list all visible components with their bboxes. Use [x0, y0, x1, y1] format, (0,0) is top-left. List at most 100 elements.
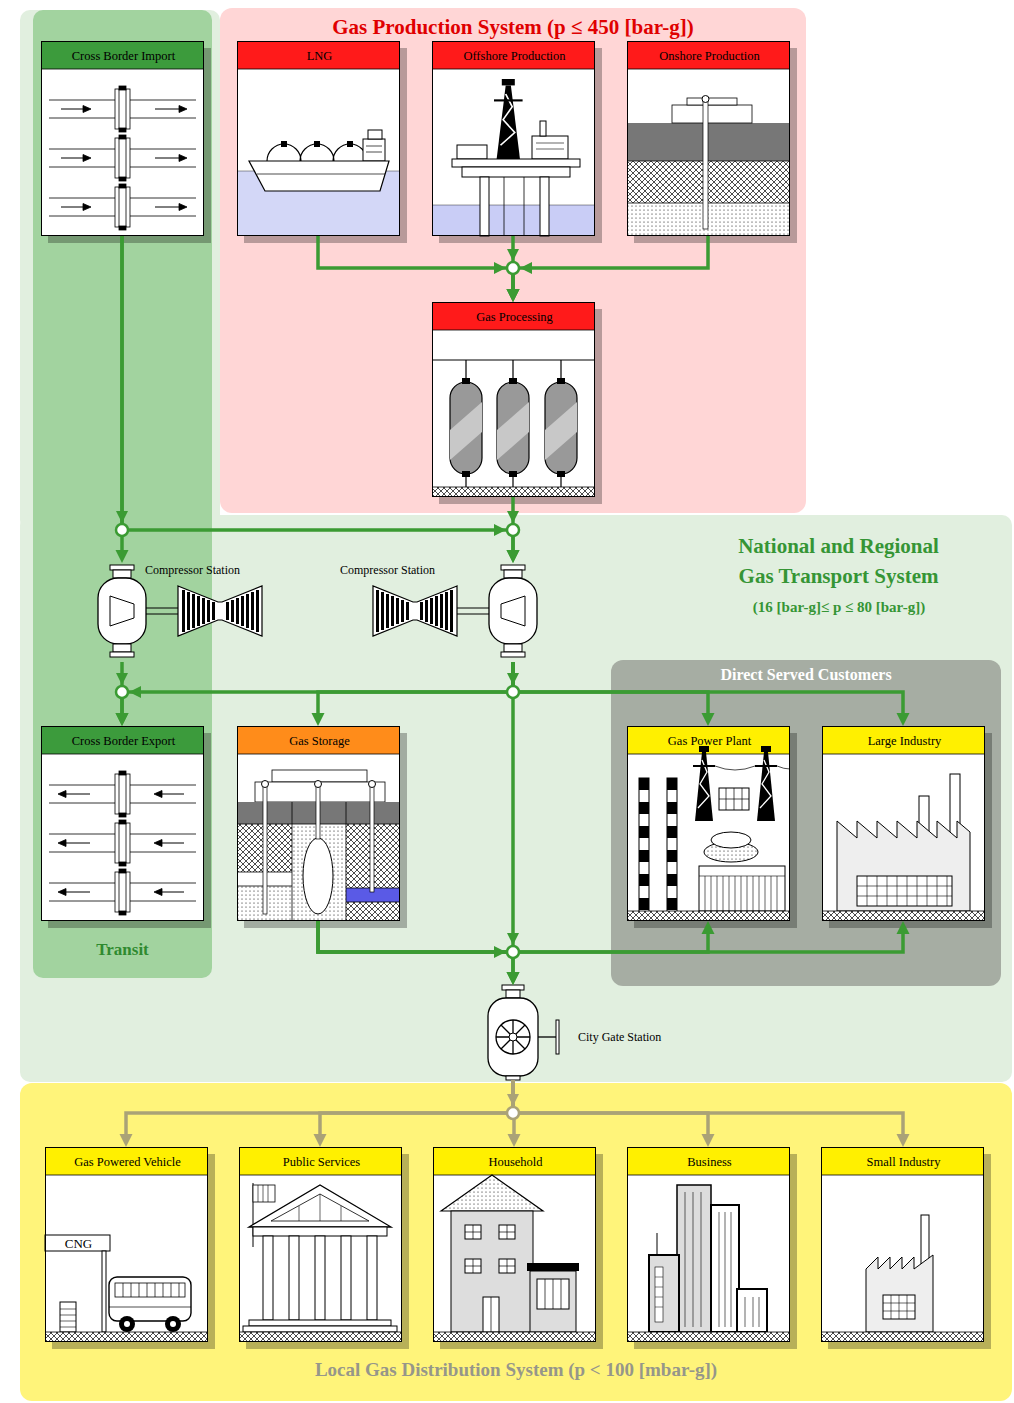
vehicle-illustration-part: [60, 1302, 76, 1332]
import-illustration-part: [49, 135, 196, 181]
small-industry-illustration-part: [821, 1147, 984, 1175]
text-holder: Onshore Production: [628, 42, 791, 70]
junction-group: [116, 249, 532, 1119]
small-industry-illustration-part: [883, 1295, 915, 1319]
business-illustration-part: [627, 1147, 790, 1175]
arrowhead: [507, 972, 520, 985]
onshore-illustration: [627, 41, 797, 243]
flow-arrowhead-part: [494, 946, 506, 958]
small-industry-illustration-part: [883, 1295, 915, 1319]
public-services-illustration-part: [239, 1147, 409, 1349]
business-illustration-part: [655, 1267, 663, 1322]
business-illustration-part: [649, 1255, 679, 1332]
city-gate-symbol-part: [506, 1076, 520, 1080]
industry-illustration-part: [857, 876, 952, 906]
box-title: Gas Power Plant: [628, 727, 791, 755]
equipment-box: Offshore Production: [432, 41, 595, 236]
city-gate-symbol-part: [556, 1020, 559, 1054]
compressor-symbol-part-part: [246, 594, 249, 628]
flow-arrowhead-part: [494, 262, 506, 274]
lng-illustration-part: [249, 161, 389, 191]
power-plant-illustration-part: [755, 746, 777, 821]
text-holder: City Gate Station: [578, 1030, 661, 1044]
junction-dot-part: [507, 262, 519, 274]
arrowhead: [507, 550, 520, 563]
vehicle-illustration-part: [45, 1147, 208, 1175]
household-illustration-part: [433, 1332, 596, 1342]
equipment-box: Large Industry: [822, 726, 985, 921]
sign-label: CNG: [46, 1236, 111, 1252]
processing-illustration-part: [462, 378, 470, 384]
household-illustration-part: [527, 1263, 579, 1271]
processing-illustration-part: [432, 330, 595, 331]
city-gate-symbol-part: [488, 998, 538, 1076]
city-gate-symbol: [488, 985, 559, 1080]
processing-illustration-part: [497, 382, 529, 474]
text-holder: Gas Production System (p ≤ 450 [bar-g]): [220, 15, 806, 40]
flow-line: [126, 1080, 513, 1136]
arrowhead: [116, 550, 129, 563]
flow-connector: [312, 662, 514, 726]
compressor-symbol-part-part: [202, 598, 205, 624]
text-holder: Compressor Station: [145, 563, 240, 577]
export-illustration-part: [41, 754, 204, 755]
household-illustration-part: [451, 1211, 533, 1332]
storage-illustration-part: [237, 754, 400, 755]
vehicle-illustration-part: [165, 1316, 181, 1332]
flow-arrowhead-part: [507, 249, 519, 261]
offshore-illustration-part: [532, 136, 568, 159]
storage-illustration-part: [316, 786, 320, 839]
arrowhead: [312, 713, 325, 726]
city-gate-symbol-part: [538, 1036, 556, 1037]
arrowhead: [314, 1134, 327, 1147]
lng-illustration-part: [347, 141, 353, 147]
industry-illustration-part: [837, 821, 970, 911]
junction-dot-part: [116, 524, 128, 536]
household-illustration: [433, 1147, 603, 1349]
box-title: LNG: [238, 42, 401, 70]
import-illustration-part: [41, 41, 211, 243]
public-services-illustration-part: [249, 1185, 391, 1227]
power-plant-illustration-part: [711, 832, 751, 848]
junction-dot: [507, 1107, 519, 1119]
lng-illustration-part: [281, 141, 287, 147]
flow-arrowhead-part: [129, 686, 141, 698]
vehicle-illustration-part: [102, 1251, 106, 1332]
power-plant-illustration-part: [715, 766, 790, 770]
flow-arrowhead: [116, 249, 532, 958]
vehicle-illustration-part: [109, 1283, 191, 1307]
text-holder: Gas Processing: [433, 303, 596, 331]
small-industry-illustration: [821, 1147, 991, 1349]
household-illustration-part: [545, 1279, 561, 1309]
onshore-illustration-part: [703, 101, 708, 229]
vehicle-illustration-part: [45, 1175, 208, 1176]
flow-connector: [116, 662, 129, 726]
arrowhead: [507, 289, 520, 302]
onshore-illustration-part: [627, 161, 790, 203]
public-services-illustration-part: [258, 1185, 268, 1202]
region-title: Direct Served Customers: [611, 665, 1001, 684]
vehicle-illustration-part: [109, 1277, 191, 1321]
export-illustration-part: [49, 771, 196, 817]
arrowhead: [897, 921, 910, 934]
text-holder: Local Gas Distribution System (p < 100 […: [20, 1359, 1012, 1382]
connector-group: [116, 236, 910, 1147]
text-holder: Business: [628, 1148, 791, 1176]
public-services-illustration-part: [239, 1175, 402, 1176]
text-holder: Cross Border Export: [42, 727, 205, 755]
lng-illustration-part: [257, 174, 385, 175]
arrowhead: [508, 1134, 521, 1147]
compressor-symbol-part-part: [178, 586, 262, 636]
box-title: Gas Storage: [238, 727, 401, 755]
public-services-illustration: [239, 1147, 409, 1349]
import-illustration-part: [49, 184, 196, 230]
business-illustration-part: [711, 1205, 739, 1332]
industry-illustration-part: [822, 911, 985, 921]
arrowhead: [897, 1134, 910, 1147]
arrowhead: [507, 550, 520, 563]
equipment-box: Cross Border Export: [41, 726, 204, 921]
text-holder: National and Regional Gas Transport Syst…: [721, 531, 956, 592]
small-industry-illustration-part: [821, 1147, 991, 1349]
compressor-symbol-part: [373, 565, 537, 657]
